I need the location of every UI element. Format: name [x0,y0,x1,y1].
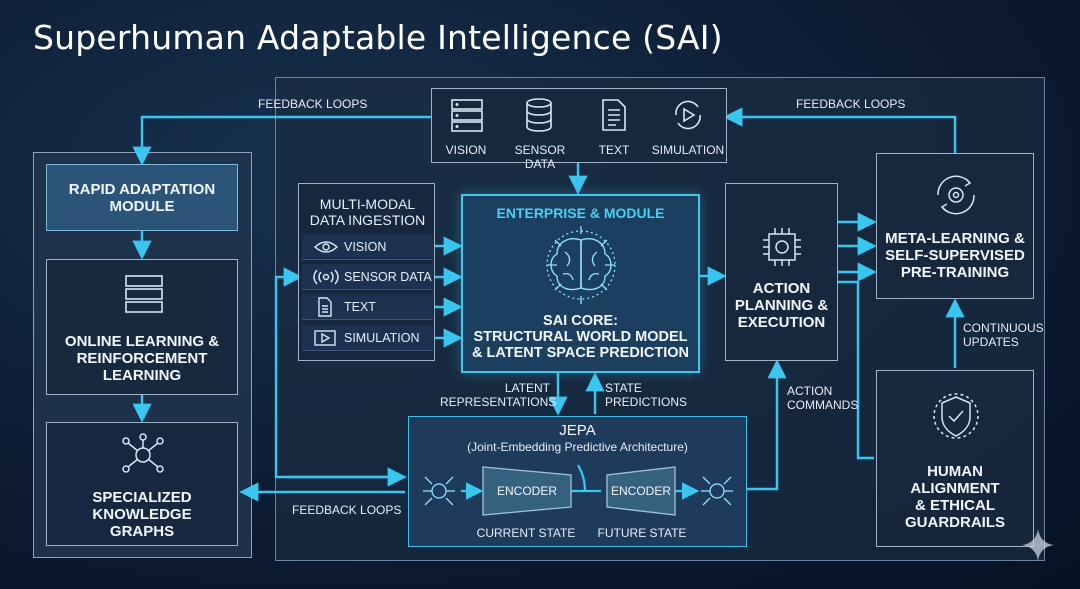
top-inputs-panel: VISION SENSOR DATA TEXT SIMULATION [431,88,728,171]
knowledge-graphs-label: SPECIALIZED KNOWLEDGE GRAPHS [92,489,192,540]
core-label: SAI CORE: STRUCTURAL WORLD MODEL & LATEN… [472,313,689,361]
signal-icon [313,269,339,285]
brain-network-icon [546,226,616,304]
human-alignment-box: HUMAN ALIGNMENT & ETHICAL GUARDRAILS [876,370,1034,547]
rapid-adaptation-label: RAPID ADAPTATION MODULE [68,181,216,215]
ingestion-row-vision: VISION [302,234,433,260]
sparkle-icon [1022,529,1054,561]
top-input-sensor: SENSOR DATA [500,89,580,171]
video-icon [314,330,336,346]
knowledge-graph-icon [122,433,164,473]
server-icon [451,99,483,132]
online-learning-label: ONLINE LEARNING & REINFORCEMENT LEARNING [64,333,220,384]
top-input-vision: VISION [432,89,500,164]
play-cycle-icon [675,100,701,130]
document-icon [602,99,626,131]
encoder-current-label: ENCODER [496,484,557,498]
online-learning-box: ONLINE LEARNING & REINFORCEMENT LEARNING [46,259,238,395]
rapid-adaptation-module: RAPID ADAPTATION MODULE [46,164,238,231]
encoder-future-shape [606,466,676,516]
jepa-title: JEPA [559,422,596,439]
feedback-loops-bottom-label: FEEDBACK LOOPS [292,503,402,517]
ingestion-row-label: TEXT [344,300,376,314]
future-state-label: FUTURE STATE [597,526,687,540]
shield-check-icon [933,393,979,439]
meta-learning-box: META-LEARNING & SELF-SUPERVISED PRE-TRAI… [876,153,1034,299]
chip-gear-icon [763,228,801,266]
document-icon [318,297,332,317]
encoder-current-shape [482,466,572,516]
top-input-label: SENSOR DATA [514,143,566,171]
jepa-diagram [423,464,733,516]
feedback-loops-left-label: FEEDBACK LOOPS [258,97,368,111]
encoder-future-label: ENCODER [610,484,671,498]
top-input-label: VISION [445,143,487,157]
server-icon [125,275,163,313]
top-input-text: TEXT [580,89,648,164]
ingestion-row-sensor: SENSOR DATA [302,264,433,290]
top-input-label: SIMULATION [651,143,725,157]
continuous-updates-label: CONTINUOUS UPDATES [963,321,1044,349]
action-planning-label: ACTION PLANNING & EXECUTION [734,280,829,331]
knowledge-graphs-box: SPECIALIZED KNOWLEDGE GRAPHS [46,422,238,546]
latent-representations-label: LATENT REPRESENTATIONS [440,381,557,409]
eye-icon [314,241,338,253]
ingestion-row-simulation: SIMULATION [302,325,433,351]
feedback-loops-right-label: FEEDBACK LOOPS [796,97,906,111]
top-input-simulation: SIMULATION [648,89,728,164]
ingestion-title: MULTI-MODAL DATA INGESTION [309,196,426,228]
top-input-label: TEXT [598,143,630,157]
ingestion-row-text: TEXT [302,294,433,320]
meta-learning-label: META-LEARNING & SELF-SUPERVISED PRE-TRAI… [885,230,1025,281]
jepa-subtitle: (Joint-Embedding Predictive Architecture… [467,440,688,454]
sai-core-box: ENTERPRISE & MODULE SAI CORE: STRUCTURAL… [461,194,700,373]
current-state-label: CURRENT STATE [476,526,576,540]
jepa-box: JEPA (Joint-Embedding Predictive Archite… [408,416,747,547]
action-commands-label: ACTION COMMANDS [787,384,859,412]
ingestion-row-label: VISION [344,240,387,254]
ingestion-row-label: SIMULATION [344,331,420,345]
human-alignment-label: HUMAN ALIGNMENT & ETHICAL GUARDRAILS [905,463,1005,531]
cycle-gear-icon [937,175,975,215]
database-icon [526,98,552,132]
state-predictions-label: STATE PREDICTIONS [605,381,688,409]
ingestion-row-label: SENSOR DATA [344,270,432,284]
core-header: ENTERPRISE & MODULE [496,205,665,221]
page-title: Superhuman Adaptable Intelligence (SAI) [33,18,723,57]
action-planning-box: ACTION PLANNING & EXECUTION [725,183,838,361]
